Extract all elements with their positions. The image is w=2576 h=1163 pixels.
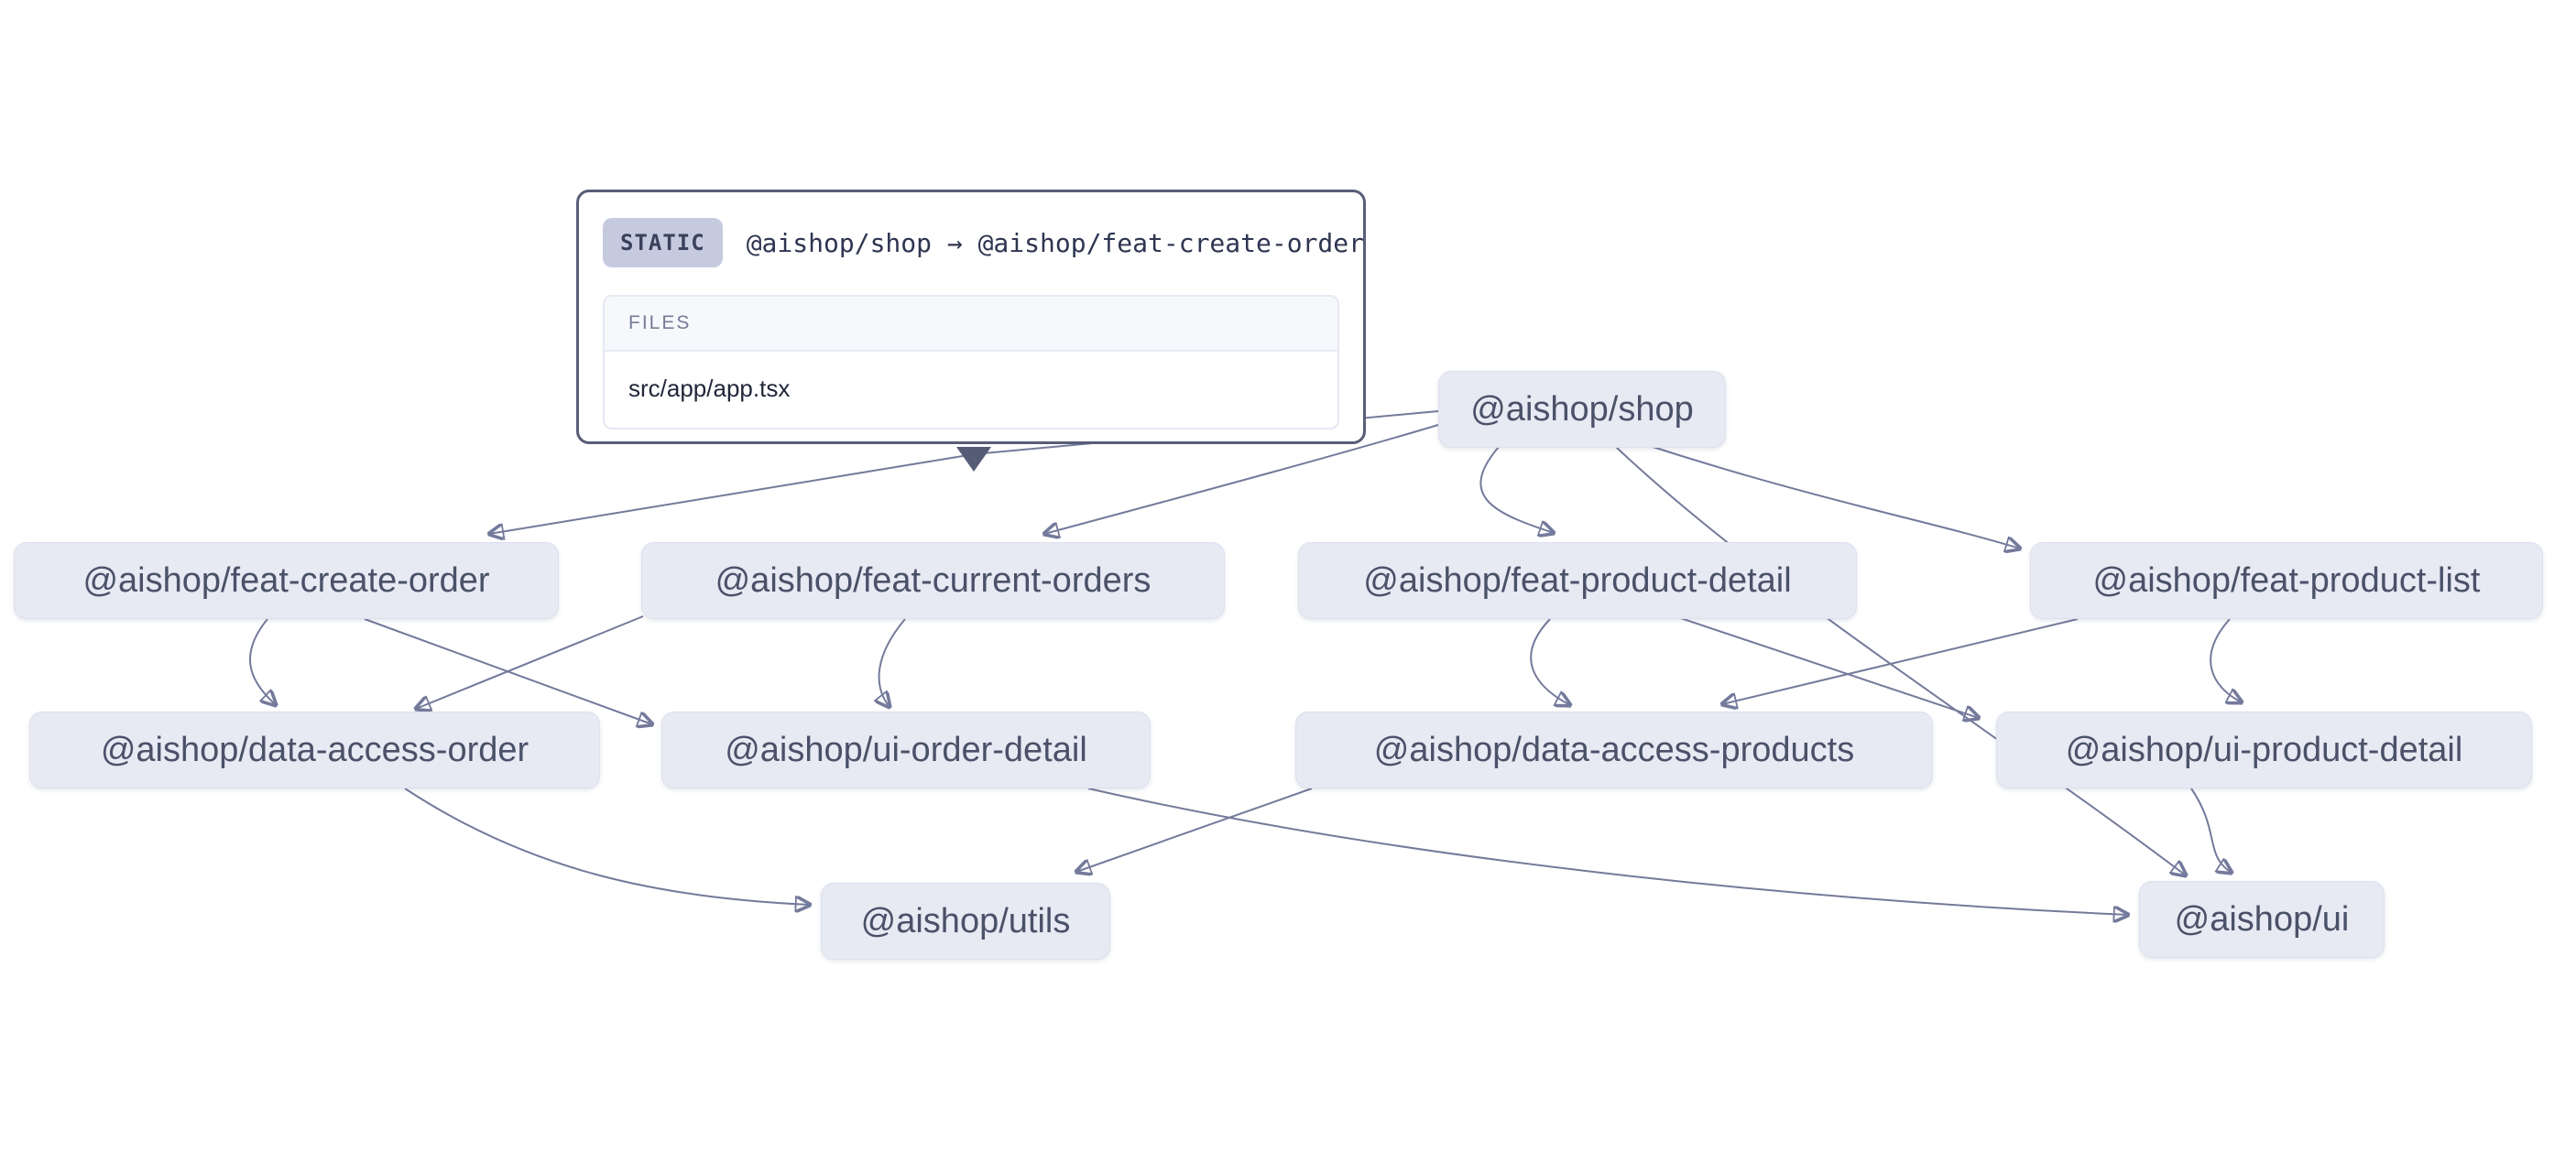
edge-tooltip-header: STATIC @aishop/shop → @aishop/feat-creat…	[603, 218, 1364, 267]
edge-type-badge: STATIC	[603, 218, 723, 267]
edge-feat-product-list-ui-product-detail[interactable]	[2210, 618, 2242, 702]
node-aishop-ui[interactable]: @aishop/ui	[2139, 881, 2385, 958]
node-label: @aishop/shop	[1470, 389, 1694, 429]
file-item: src/app/app.tsx	[628, 375, 791, 402]
node-aishop-shop[interactable]: @aishop/shop	[1438, 371, 1726, 448]
node-label: @aishop/data-access-order	[100, 730, 529, 769]
node-label: @aishop/ui-order-detail	[725, 730, 1087, 769]
edge-feat-product-detail-data-access-products[interactable]	[1530, 618, 1570, 705]
files-panel: FILES src/app/app.tsx	[603, 295, 1339, 429]
node-aishop-data-access-products[interactable]: @aishop/data-access-products	[1295, 712, 1933, 788]
edge-data-access-order-utils[interactable]	[404, 788, 810, 905]
edge-feat-current-orders-ui-order-detail[interactable]	[879, 618, 906, 707]
node-aishop-feat-product-list[interactable]: @aishop/feat-product-list	[2030, 542, 2543, 619]
edge-shop-ui[interactable]	[1615, 446, 2186, 875]
edge-feat-product-list-data-access-products[interactable]	[1722, 618, 2079, 704]
edge-feat-current-orders-data-access-order[interactable]	[416, 615, 644, 709]
node-label: @aishop/ui-product-detail	[2065, 730, 2463, 769]
edge-shop-feat-product-detail[interactable]	[1479, 446, 1554, 533]
edge-tooltip: STATIC @aishop/shop → @aishop/feat-creat…	[576, 190, 1366, 444]
edge-shop-feat-current-orders[interactable]	[1044, 424, 1439, 534]
node-label: @aishop/utils	[860, 901, 1071, 940]
node-label: @aishop/feat-product-detail	[1363, 560, 1792, 600]
node-aishop-utils[interactable]: @aishop/utils	[821, 883, 1110, 960]
node-aishop-ui-product-detail[interactable]: @aishop/ui-product-detail	[1996, 712, 2532, 788]
node-label: @aishop/data-access-products	[1373, 730, 1855, 769]
node-aishop-data-access-order[interactable]: @aishop/data-access-order	[29, 712, 600, 788]
edge-feat-create-order-data-access-order[interactable]	[249, 618, 276, 705]
node-label: @aishop/feat-create-order	[82, 560, 490, 600]
node-label: @aishop/feat-current-orders	[715, 560, 1152, 600]
edge-shop-feat-product-list[interactable]	[1646, 444, 2020, 549]
node-label: @aishop/feat-product-list	[2092, 560, 2481, 600]
node-aishop-feat-product-detail[interactable]: @aishop/feat-product-detail	[1298, 542, 1857, 619]
edge-dependency-text: @aishop/shop → @aishop/feat-create-order	[746, 227, 1364, 258]
node-label: @aishop/ui	[2174, 899, 2350, 939]
node-aishop-feat-create-order[interactable]: @aishop/feat-create-order	[14, 542, 559, 619]
node-aishop-feat-current-orders[interactable]: @aishop/feat-current-orders	[641, 542, 1225, 619]
tooltip-anchor-arrow	[956, 447, 991, 472]
edge-ui-product-detail-ui[interactable]	[2190, 788, 2232, 873]
files-header: FILES	[605, 297, 1337, 352]
node-aishop-ui-order-detail[interactable]: @aishop/ui-order-detail	[661, 712, 1151, 788]
edge-ui-order-detail-ui[interactable]	[1087, 788, 2128, 915]
edge-data-access-products-utils[interactable]	[1076, 788, 1313, 872]
